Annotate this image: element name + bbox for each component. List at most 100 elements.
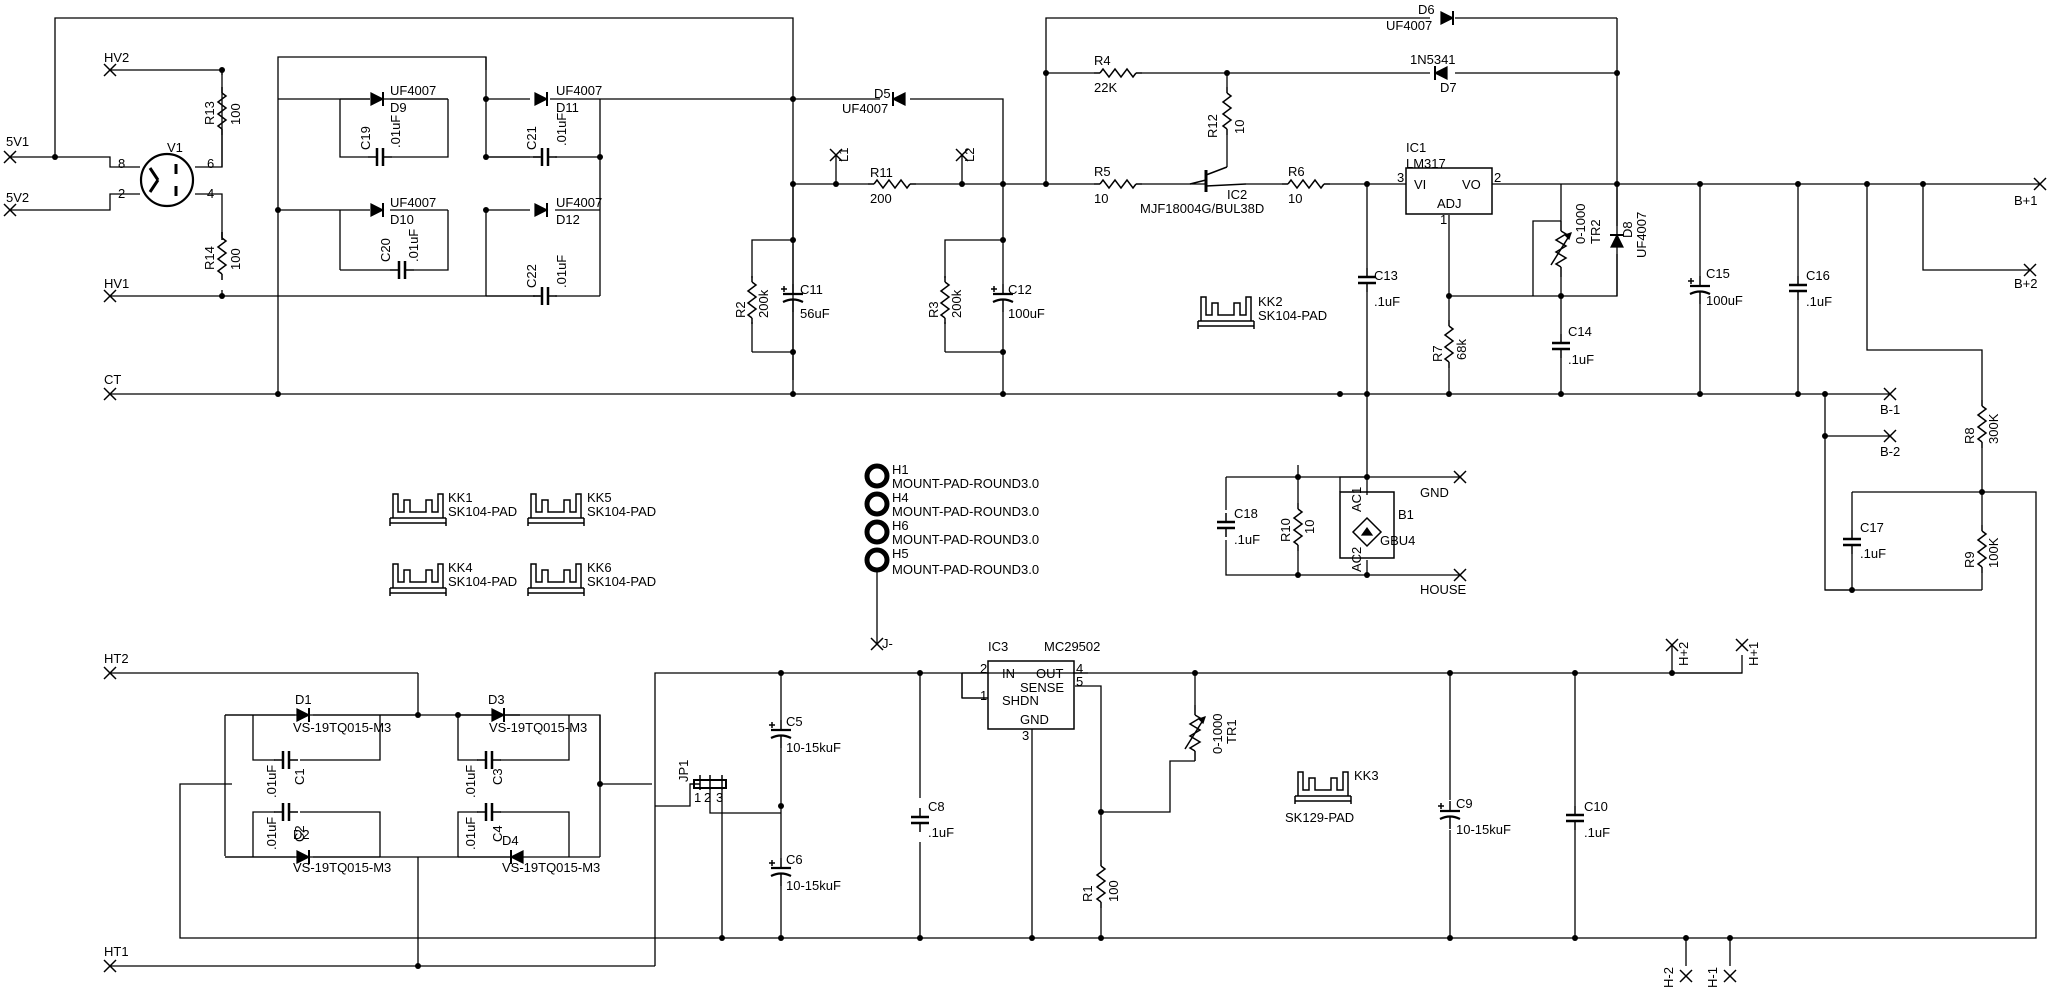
c3-value: .01uF [463, 765, 478, 798]
port-b-minus-1: B-1 [1880, 402, 1900, 417]
r14-value: 100 [228, 248, 243, 270]
c9-value: 10-15kuF [1456, 822, 1511, 837]
r8-value: 300K [1986, 413, 2001, 444]
r12-value: 10 [1232, 120, 1247, 134]
h5-label: H5 [892, 546, 909, 561]
r11-value: 200 [870, 191, 892, 206]
port-5v1: 5V1 [6, 134, 29, 149]
r6-label: R6 [1288, 164, 1305, 179]
h1-label: H1 [892, 462, 909, 477]
r8-label: R8 [1962, 427, 1977, 444]
c22-label: C22 [524, 264, 539, 288]
r4-label: R4 [1094, 53, 1111, 68]
c12-value: 100uF [1008, 306, 1045, 321]
jp1-jumper [693, 775, 727, 790]
r8-resistor [1977, 399, 1987, 449]
tr1-label: TR1 [1224, 719, 1239, 744]
c3-capacitor [475, 749, 503, 771]
c22-capacitor [531, 285, 559, 307]
ic3-gnd-pin: GND [1020, 712, 1049, 727]
h1-value: MOUNT-PAD-ROUND3.0 [892, 476, 1039, 491]
r3-value: 200k [949, 289, 964, 318]
port-ht2: HT2 [104, 651, 129, 666]
wires [10, 17, 2040, 967]
kk3-label: KK3 [1354, 768, 1379, 783]
d2-value: VS-19TQ015-M3 [293, 860, 391, 875]
r12-label: R12 [1205, 114, 1220, 138]
kk4-heatsink [389, 563, 447, 597]
r1-label: R1 [1080, 885, 1095, 902]
b1-ac1: AC1 [1349, 487, 1364, 512]
c16-capacitor [1787, 274, 1809, 302]
d9-label: D9 [390, 100, 407, 115]
port-b-plus-2: B+2 [2014, 276, 2038, 291]
kk4-value: SK104-PAD [448, 574, 517, 589]
d9-diode [370, 91, 384, 107]
port-j-minus: J- [882, 636, 893, 651]
v1-pin4: 4 [207, 186, 214, 201]
r10-value: 10 [1302, 520, 1317, 534]
tr1-trimmer [1184, 704, 1206, 762]
c20-capacitor [388, 259, 416, 281]
ic2-value: MJF18004G/BUL38D [1140, 201, 1264, 216]
r9-value: 100K [1986, 537, 2001, 568]
c18-value: .1uF [1234, 532, 1260, 547]
ic2-label: IC2 [1227, 187, 1247, 202]
r9-resistor [1977, 524, 1987, 574]
c13-value: .1uF [1374, 294, 1400, 309]
jp1-label: JP1 [676, 760, 691, 782]
c14-label: C14 [1568, 324, 1592, 339]
b1-value: GBU4 [1380, 533, 1415, 548]
d8-value: UF4007 [1634, 212, 1649, 258]
port-l1: L1 [836, 148, 851, 162]
b1-ac2: AC2 [1349, 547, 1364, 572]
r7-label: R7 [1430, 345, 1445, 362]
c8-label: C8 [928, 799, 945, 814]
r10-resistor [1293, 502, 1303, 552]
kk6-value: SK104-PAD [587, 574, 656, 589]
v1-socket [139, 152, 195, 208]
kk5-value: SK104-PAD [587, 504, 656, 519]
r12-resistor [1222, 86, 1232, 136]
d11-diode [534, 91, 548, 107]
kk6-heatsink [527, 563, 585, 597]
port-ht1: HT1 [104, 944, 129, 959]
c22-value: .01uF [554, 255, 569, 288]
r11-resistor [867, 179, 917, 189]
port-h-minus-1: H-1 [1705, 967, 1720, 988]
v1-pin2: 2 [118, 186, 125, 201]
ic3-pin5: 5 [1076, 674, 1083, 689]
d10-diode [370, 202, 384, 218]
c9-label: C9 [1456, 796, 1473, 811]
h6-label: H6 [892, 518, 909, 533]
port-h-plus-1: H+1 [1746, 642, 1761, 666]
ic2-transistor [1189, 166, 1247, 192]
c4-label: C4 [490, 825, 505, 842]
h4-label: H4 [892, 490, 909, 505]
d6-value: UF4007 [1386, 18, 1432, 33]
ic3-pin2: 2 [980, 661, 987, 676]
port-l2: L2 [962, 148, 977, 162]
r11-label: R11 [870, 165, 893, 180]
d6-diode [1440, 10, 1454, 26]
port-hv2: HV2 [104, 50, 129, 65]
b1-label: B1 [1398, 507, 1414, 522]
r6-resistor [1281, 179, 1331, 189]
ic1-pin2: 2 [1494, 170, 1501, 185]
r9-label: R9 [1962, 551, 1977, 568]
r5-resistor [1093, 179, 1143, 189]
d7-diode [1434, 65, 1448, 81]
c8-capacitor [909, 806, 931, 834]
c10-capacitor [1564, 804, 1586, 832]
c11-value: 56uF [800, 306, 830, 321]
r4-value: 22K [1094, 80, 1117, 95]
kk1-label: KK1 [448, 490, 473, 505]
port-b-plus-1: B+1 [2014, 193, 2038, 208]
tr2-value: 0-1000 [1573, 204, 1588, 244]
r2-resistor [747, 275, 757, 325]
mounting-pads [864, 463, 890, 573]
r6-value: 10 [1288, 191, 1302, 206]
r1-resistor [1096, 859, 1106, 909]
ic1-vi-pin: VI [1414, 177, 1426, 192]
c18-label: C18 [1234, 506, 1258, 521]
